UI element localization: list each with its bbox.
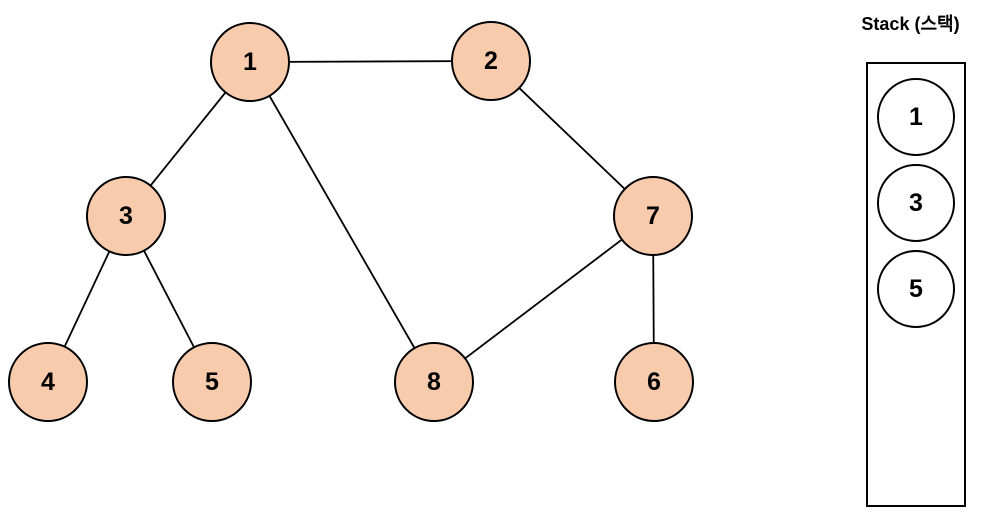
stack-item-5: 5 (877, 250, 955, 328)
stack-box: 1 3 5 (866, 62, 966, 507)
graph-node-2 (451, 21, 531, 101)
graph-node-4 (8, 342, 88, 422)
graph-node-label-1: 1 (243, 48, 257, 76)
stack-item-1: 1 (877, 78, 955, 156)
graph-node-label-7: 7 (646, 202, 660, 230)
graph-edge-1-2 (249, 60, 492, 63)
stack-title: Stack (스택) (861, 14, 960, 34)
graph-node-label-8: 8 (427, 368, 441, 396)
graph-node-8 (394, 342, 474, 422)
graph-node-label-3: 3 (119, 202, 133, 230)
graph-node-5 (172, 342, 252, 422)
graph-node-6 (614, 342, 694, 422)
graph-node-label-2: 2 (484, 47, 498, 75)
graph-edge-7-8 (433, 215, 654, 383)
graph-node-label-6: 6 (647, 368, 661, 396)
graph-node-3 (86, 176, 166, 256)
graph-node-label-4: 4 (41, 368, 55, 396)
graph-node-label-5: 5 (205, 368, 219, 396)
stack-panel: Stack (스택) 1 3 5 (840, 0, 981, 523)
graph-edge-1-8 (249, 61, 435, 383)
graph-node-1 (210, 22, 290, 102)
stack-item-3: 3 (877, 164, 955, 242)
graph-node-7 (613, 176, 693, 256)
